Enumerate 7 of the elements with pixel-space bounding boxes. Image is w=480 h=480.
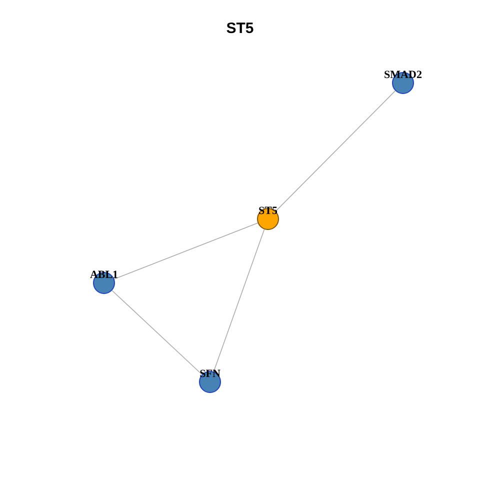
- chart-title: ST5: [225, 20, 255, 37]
- network-node: [257, 208, 279, 230]
- edge-line: [275, 90, 396, 212]
- edge-line: [112, 290, 202, 375]
- edge-line: [114, 222, 258, 280]
- node-label: ST5: [258, 205, 278, 217]
- edge-line: [213, 228, 265, 372]
